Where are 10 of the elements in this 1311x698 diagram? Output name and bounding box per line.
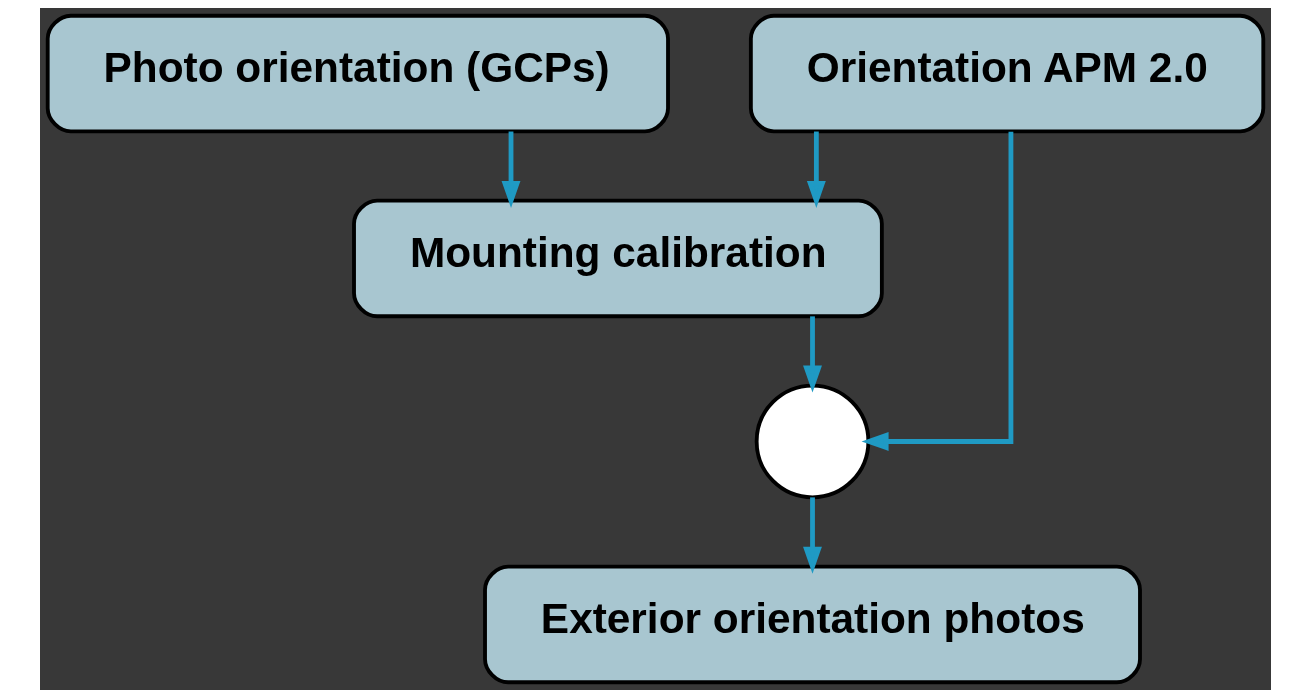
arrow <box>803 497 822 574</box>
node-box: Mounting calibration <box>352 198 884 319</box>
node-circle <box>754 383 871 500</box>
arrow <box>861 131 1014 451</box>
arrow <box>806 131 826 208</box>
node-box: Photo orientation (GCPs) <box>45 13 670 134</box>
arrow <box>501 131 521 208</box>
arrow <box>803 316 822 393</box>
node-box: Exterior orientation photos <box>483 564 1142 685</box>
node-box: Orientation APM 2.0 <box>748 13 1266 134</box>
